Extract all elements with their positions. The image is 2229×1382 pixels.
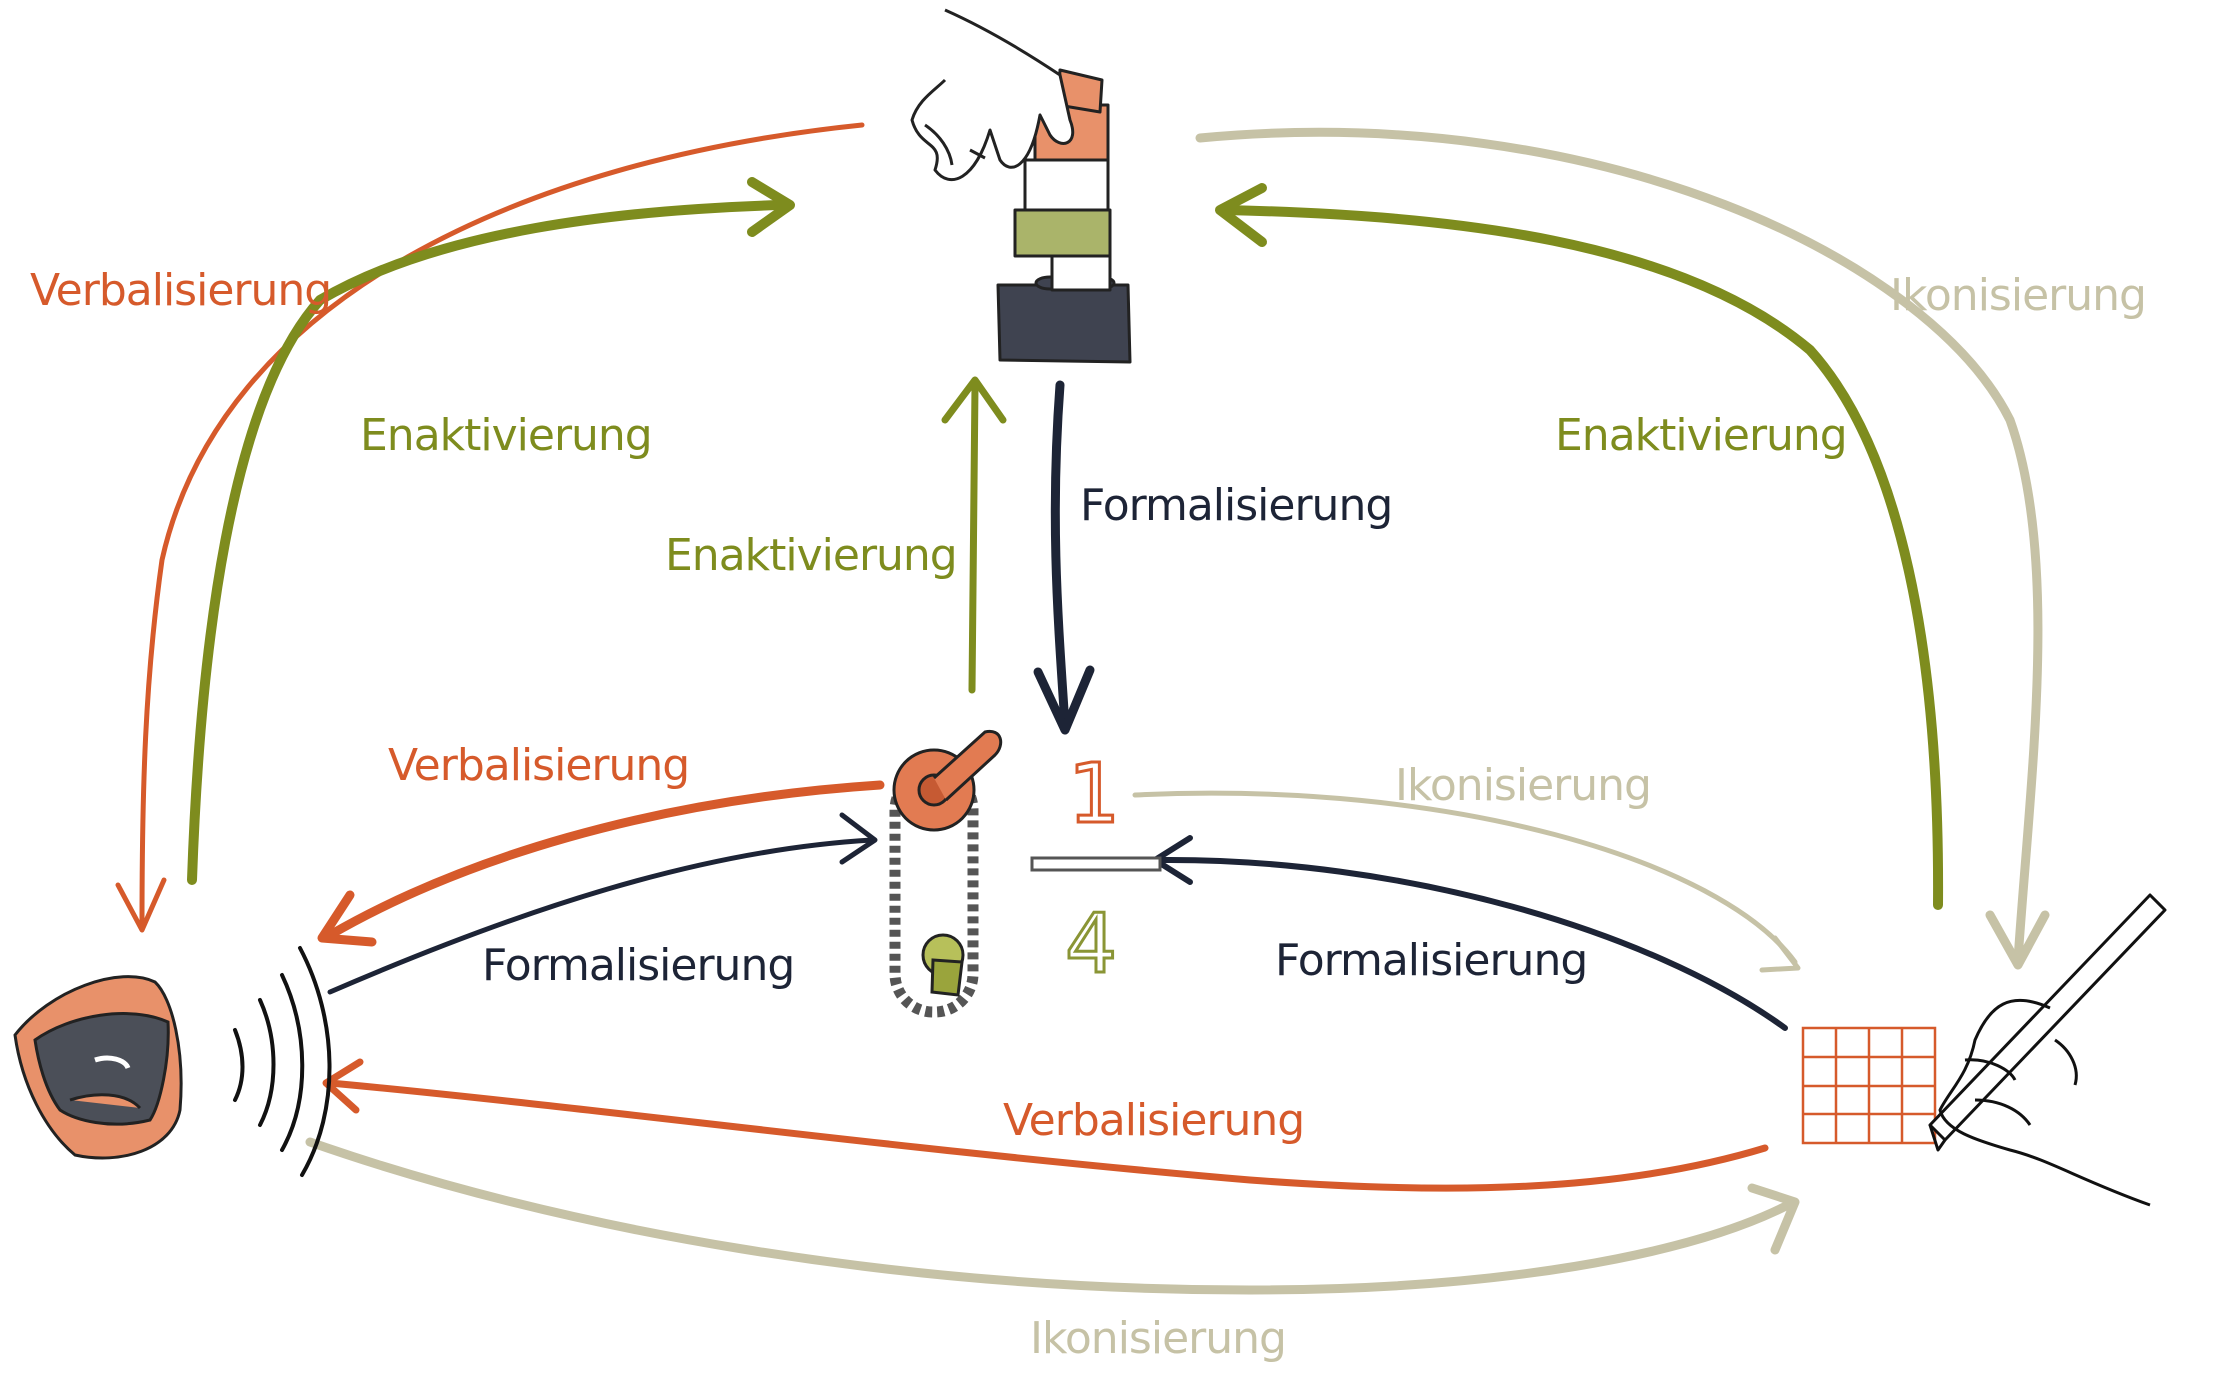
label-verbalisierung-bottom: Verbalisierung xyxy=(1003,1095,1304,1146)
arrow-enaktivierung-drawing-to-top xyxy=(1215,183,1944,910)
arrow-enaktivierung-mouth-to-top xyxy=(187,177,795,885)
label-verbalisierung-left-top: Verbalisierung xyxy=(30,265,331,316)
label-formalisierung-mid-right: Formalisierung xyxy=(1275,935,1587,986)
hand-drawing-grid-icon xyxy=(1801,893,2167,1207)
arrow-formalisierung-top-to-center xyxy=(1033,380,1095,735)
label-enaktivierung-center: Enaktivierung xyxy=(665,530,957,581)
arrow-verbalisierung-drawing-to-mouth xyxy=(322,1058,1769,1192)
labels: Verbalisierung Enaktivierung Enaktivieru… xyxy=(30,265,2147,1364)
arrow-ikonisierung-mouth-to-drawing xyxy=(305,1137,1800,1295)
label-formalisierung-center: Formalisierung xyxy=(1080,480,1392,531)
arrow-enaktivierung-center-to-top xyxy=(941,376,1007,694)
label-formalisierung-mid-left: Formalisierung xyxy=(482,940,794,991)
label-enaktivierung-right-top: Enaktivierung xyxy=(1555,410,1847,461)
arrow-ikonisierung-fraction-to-drawing xyxy=(1132,790,1801,973)
label-enaktivierung-left-top: Enaktivierung xyxy=(360,410,652,461)
fraction-numerator: 1 xyxy=(1068,747,1120,842)
sound-waves-icon xyxy=(233,946,332,1177)
arrow-formalisierung-mouth-to-center xyxy=(327,812,878,995)
fraction-denominator: 4 xyxy=(1065,897,1117,992)
arrow-verbalisierung-center-to-mouth xyxy=(317,780,885,947)
pencil-icon xyxy=(1928,893,2167,1142)
label-ikonisierung-bottom: Ikonisierung xyxy=(1030,1313,1286,1364)
arrow-ikonisierung-top-to-drawing xyxy=(1195,127,2050,970)
label-verbalisierung-mid-left: Verbalisierung xyxy=(388,740,689,791)
gear-chain-icon xyxy=(889,729,1003,1018)
speaking-mouth-icon xyxy=(13,946,332,1177)
grid-paper-icon xyxy=(1801,1026,1937,1145)
arrow-verbalisierung-top-to-mouth xyxy=(115,122,865,933)
hand-building-blocks-icon xyxy=(910,8,1132,364)
label-ikonisierung-mid-right: Ikonisierung xyxy=(1395,760,1651,811)
fraction-one-quarter: 1 4 xyxy=(1030,746,1162,994)
fraction-bar xyxy=(1030,856,1162,872)
label-ikonisierung-right-top: Ikonisierung xyxy=(1890,270,2146,321)
arrow-formalisierung-drawing-to-fraction xyxy=(1152,835,1788,1031)
